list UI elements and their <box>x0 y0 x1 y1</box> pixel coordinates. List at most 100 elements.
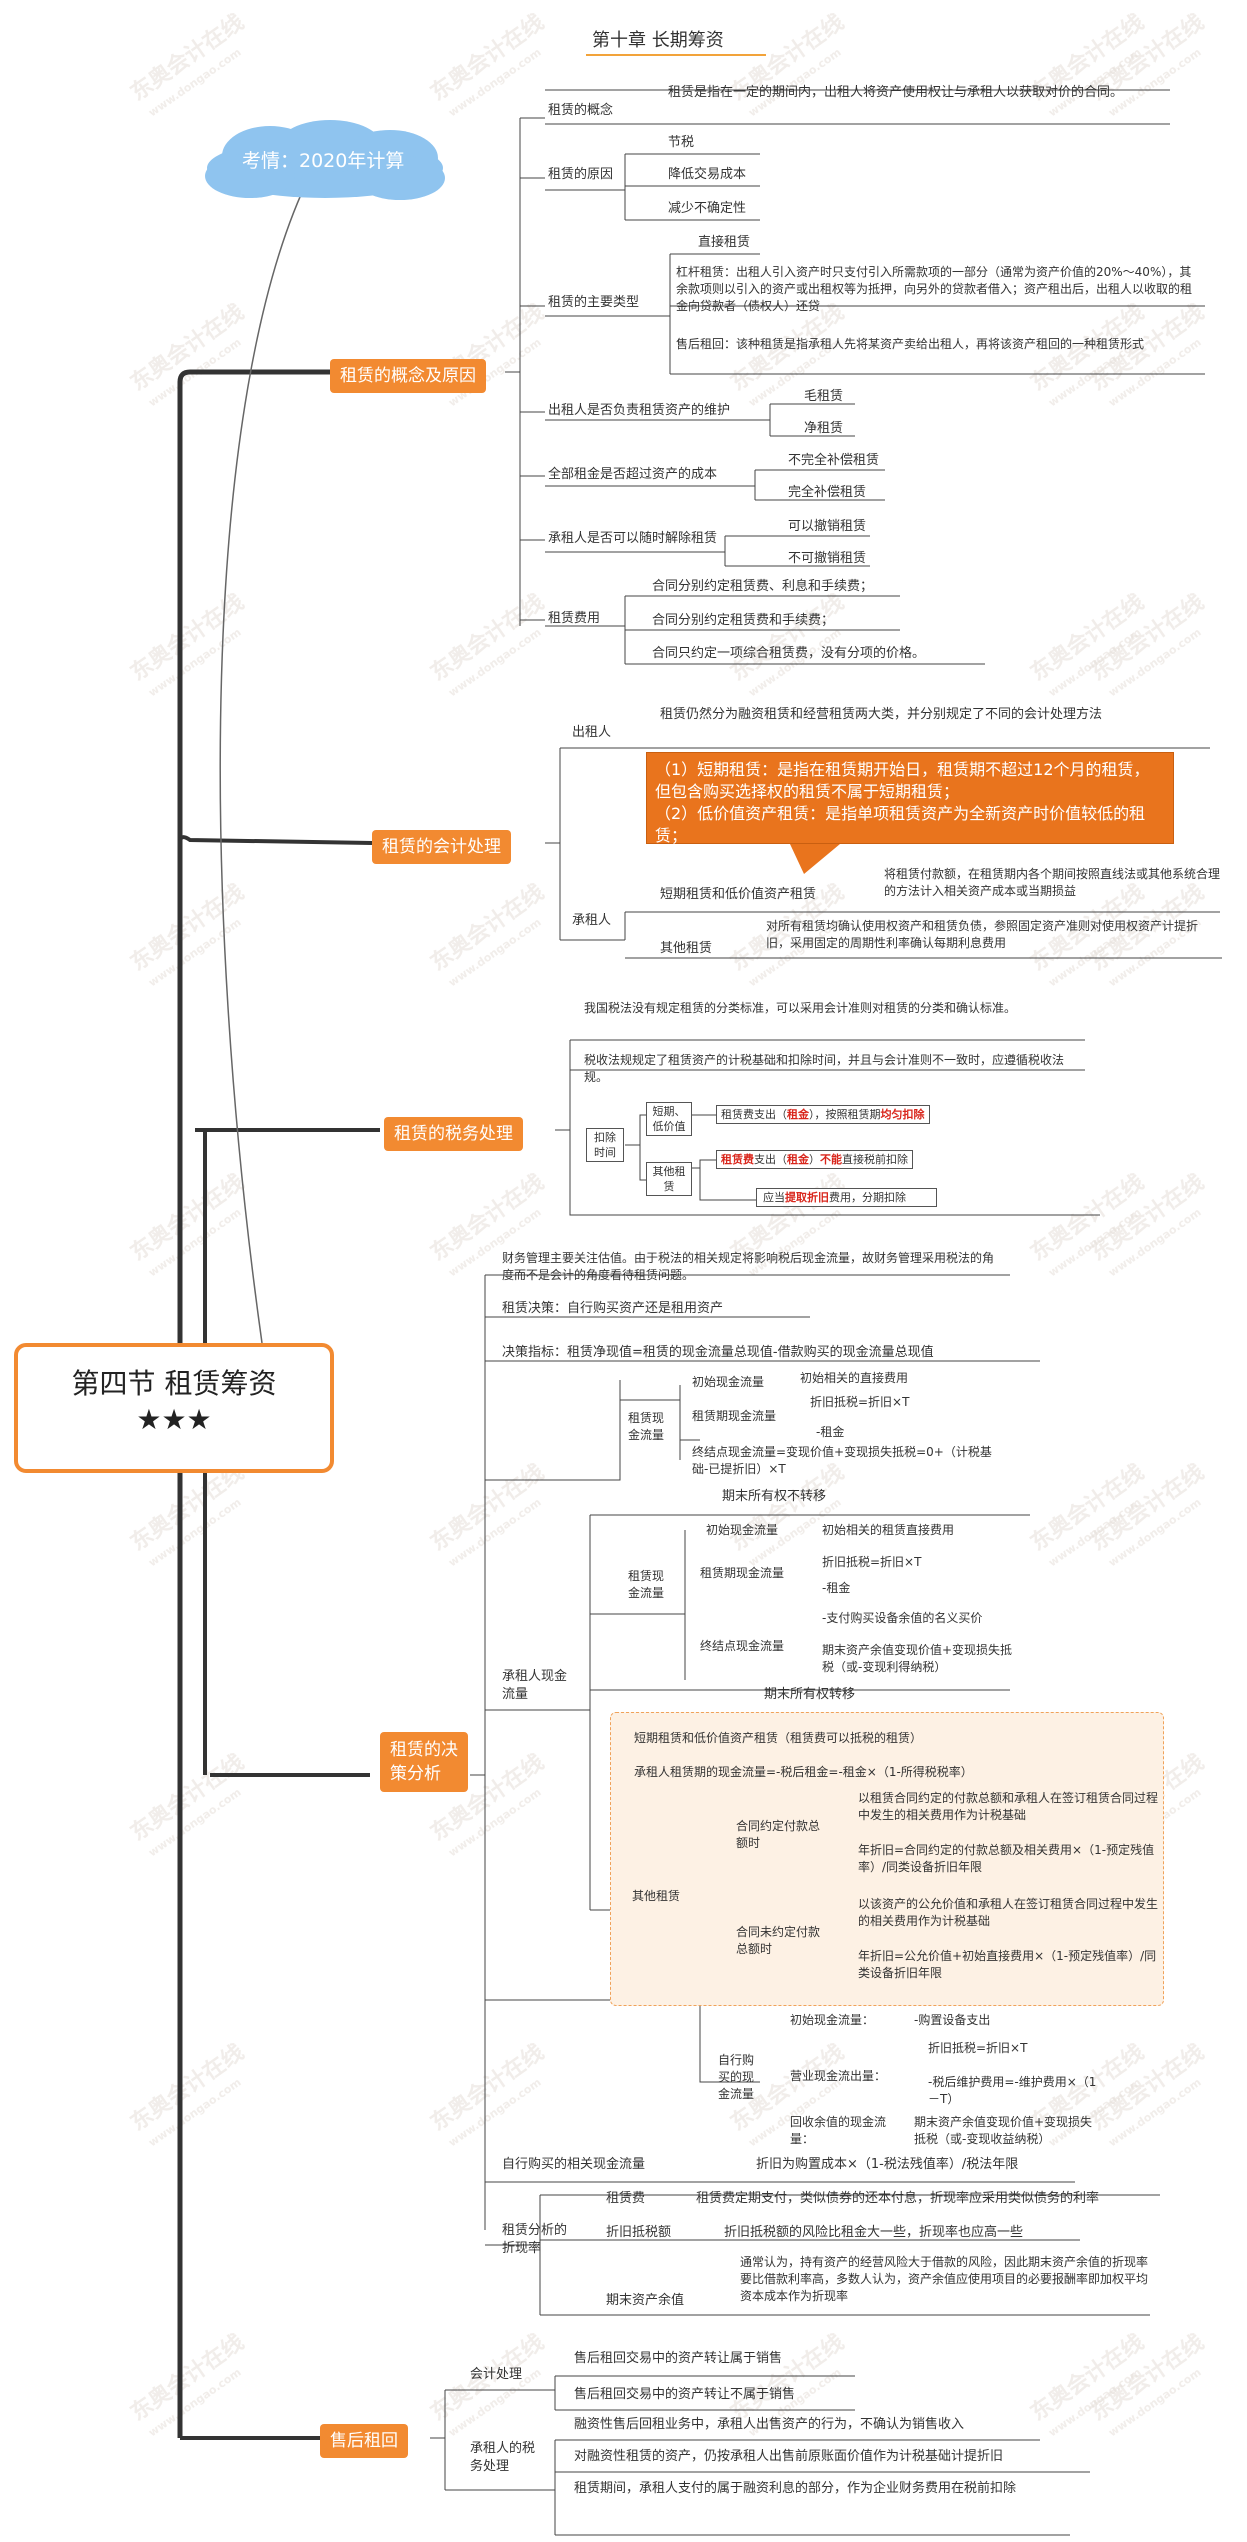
full-item[interactable]: 完全补偿租赁 <box>788 485 867 500</box>
transfer-dashed-box <box>610 1712 1164 2006</box>
cloud-shape <box>205 120 445 200</box>
node-reason[interactable]: 租赁的原因 <box>548 167 614 182</box>
deduct-time-box[interactable]: 扣除时间 <box>586 1128 624 1162</box>
full-item[interactable]: 不完全补偿租赁 <box>788 453 880 468</box>
d-short[interactable]: 短期租赁和低价值资产租赁（租赁费可以抵税的租赁） <box>634 1731 923 1745</box>
root-node[interactable]: 第四节 租赁筹资 ★★★ <box>14 1343 334 1473</box>
transfer-label[interactable]: 期末所有权转移 <box>764 1687 856 1702</box>
lease-cf-label[interactable]: 租赁现金流量 <box>628 1411 665 1442</box>
no-transfer-label[interactable]: 期末所有权不转移 <box>722 1489 827 1504</box>
rate-item-label[interactable]: 租赁费 <box>606 2191 646 2206</box>
cf-terminal[interactable]: 终结点现金流量=变现价值+变现损失抵税=0+（计税基础-已提折旧）×T <box>692 1445 992 1476</box>
cancel-item[interactable]: 不可撤销租赁 <box>788 551 867 566</box>
buy-recovery[interactable]: 回收余值的现金流量： <box>790 2115 887 2146</box>
short-lowvalue-box[interactable]: 短期、低价值 <box>646 1102 692 1136</box>
cf-initial[interactable]: 初始现金流量 <box>692 1375 765 1389</box>
lessee-cf-label[interactable]: 承租人现金流量 <box>502 1669 568 1702</box>
lessor-text: 租赁仍然分为融资租赁和经营租赁两大类，并分别规定了不同的会计处理方法 <box>660 707 1103 722</box>
node-short-lowvalue[interactable]: 短期租赁和低价值资产租赁 <box>660 887 817 902</box>
chapter-title: 第十章 长期筹资 <box>592 30 724 51</box>
node-other-lease[interactable]: 其他租赁 <box>660 941 713 956</box>
nt-initial-value: 初始相关的租赁直接费用 <box>822 1523 955 1537</box>
d-formula[interactable]: 承租人租赁期的现金流量=-税后租金=-租金×（1-所得税税率） <box>634 1765 973 1779</box>
node-fees[interactable]: 租赁费用 <box>548 611 601 626</box>
buy-cf-label[interactable]: 自行购买的现金流量 <box>718 2053 755 2101</box>
buy-initial[interactable]: 初始现金流量： <box>790 2013 875 2027</box>
cancel-item[interactable]: 可以撤销租赁 <box>788 519 867 534</box>
decision-intro: 财务管理主要关注估值。由于税法的相关规定将影响税后现金流量，故财务管理采用税法的… <box>502 1251 995 1282</box>
callout-box: （1）短期租赁：是指在租赁期开始日，租赁期不超过12个月的租赁，但包含购买选择权… <box>646 752 1174 845</box>
nt-period-value: 折旧抵税=折旧×T <box>822 1555 922 1569</box>
type-item[interactable]: 直接租赁 <box>698 235 751 250</box>
rule-text: ） <box>809 1153 820 1166</box>
rule-red: 提取折旧 <box>785 1191 829 1204</box>
nt-terminal-value: -支付购买设备余值的名义买价 <box>822 1611 983 1625</box>
other-lease-box[interactable]: 其他租赁 <box>646 1162 692 1196</box>
rate-item-label[interactable]: 期末资产余值 <box>606 2293 685 2308</box>
tax-label[interactable]: 承租人的税务处理 <box>470 2441 536 2474</box>
nt-terminal[interactable]: 终结点现金流量 <box>700 1639 785 1653</box>
nt-period[interactable]: 租赁期现金流量 <box>700 1566 785 1580</box>
tax-item[interactable]: 对融资性租赁的资产，仍按承租人出售前原账面价值作为计税基础计提折旧 <box>574 2449 1004 2464</box>
fee-item[interactable]: 合同只约定一项综合租赁费，没有分项的价格。 <box>652 646 926 661</box>
type-item[interactable]: 杠杆租赁：出租人引入资产时只支付引入所需款项的一部分（通常为资产价值的20%～4… <box>676 265 1193 313</box>
d-not-v1: 以该资产的公允价值和承租人在签订租赁合同过程中发生的相关费用作为计税基础 <box>858 1897 1159 1928</box>
fee-item[interactable]: 合同分别约定租赁费和手续费； <box>652 613 835 628</box>
buy-operating-value: -税后维护费用=-维护费用×（1－T） <box>928 2075 1097 2106</box>
acc-label[interactable]: 会计处理 <box>470 2367 523 2382</box>
acc-item[interactable]: 售后租回交易中的资产转让不属于销售 <box>574 2387 796 2402</box>
maint-item[interactable]: 净租赁 <box>804 421 844 436</box>
tax-text-2: 税收法规规定了租赁资产的计税基础和扣除时间，并且与会计准则不一致时，应遵循税收法… <box>584 1053 1065 1084</box>
cf-period[interactable]: 租赁期现金流量 <box>692 1409 777 1423</box>
d-agreed-v1: 以租赁合同约定的付款总额和承租人在签订租赁合同过程中发生的相关费用作为计税基础 <box>858 1791 1159 1822</box>
buy-operating-value: 折旧抵税=折旧×T <box>928 2041 1028 2055</box>
depreciation-rule: 应当提取折旧费用，分期扣除 <box>756 1188 937 1207</box>
short-deduct-rule: 租赁费支出（租金），按照租赁期均匀扣除 <box>716 1105 930 1124</box>
buy-operating[interactable]: 营业现金流出量： <box>790 2069 887 2083</box>
branch-lease-concept[interactable]: 租赁的概念及原因 <box>330 359 486 393</box>
decision-indicator[interactable]: 决策指标：租赁净现值=租赁的现金流量总现值-借款购买的现金流量总现值 <box>502 1345 934 1360</box>
nt-terminal-value: 期末资产余值变现价值+变现损失抵税（或-变现利得纳税） <box>822 1643 1013 1674</box>
maint-item[interactable]: 毛租赁 <box>804 389 844 404</box>
node-types[interactable]: 租赁的主要类型 <box>548 295 640 310</box>
tax-text-1: 我国税法没有规定租赁的分类标准，可以采用会计准则对租赁的分类和确认标准。 <box>584 1001 1017 1015</box>
acc-item[interactable]: 售后租回交易中的资产转让属于销售 <box>574 2351 783 2366</box>
cf-period-value: 折旧抵税=折旧×T <box>810 1395 910 1409</box>
buy-related[interactable]: 自行购买的相关现金流量 <box>502 2157 646 2172</box>
rule-text: 费用，分期扣除 <box>829 1191 906 1204</box>
rule-text: 应当 <box>763 1191 785 1204</box>
buy-related-value: 折旧为购置成本×（1-税法残值率）/税法年限 <box>756 2157 1019 2172</box>
nt-initial[interactable]: 初始现金流量 <box>706 1523 779 1537</box>
branch-decision[interactable]: 租赁的决策分析 <box>380 1732 468 1792</box>
node-concept[interactable]: 租赁的概念 <box>548 103 614 118</box>
d-agreed[interactable]: 合同约定付款总额时 <box>736 1819 821 1850</box>
branch-sale-leaseback[interactable]: 售后租回 <box>320 2424 408 2458</box>
fee-item[interactable]: 合同分别约定租赁费、利息和手续费； <box>652 579 874 594</box>
root-stars: ★★★ <box>136 1403 212 1436</box>
rate-item-value: 通常认为，持有资产的经营风险大于借款的风险，因此期末资产余值的折现率要比借款利率… <box>740 2255 1149 2303</box>
cf-period-value: -租金 <box>816 1425 845 1439</box>
rate-label[interactable]: 租赁分析的折现率 <box>502 2223 568 2256</box>
branch-tax[interactable]: 租赁的税务处理 <box>384 1117 523 1151</box>
root-title: 第四节 租赁筹资 <box>71 1367 277 1400</box>
reason-item[interactable]: 节税 <box>668 135 695 150</box>
nt-cf-label[interactable]: 租赁现金流量 <box>628 1569 665 1600</box>
node-lessee[interactable]: 承租人 <box>572 913 612 928</box>
d-not[interactable]: 合同未约定付款总额时 <box>736 1925 821 1956</box>
rule-red: 均匀扣除 <box>880 1108 925 1121</box>
node-full-payout[interactable]: 全部租金是否超过资产的成本 <box>548 467 718 482</box>
node-cancel[interactable]: 承租人是否可以随时解除租赁 <box>548 531 718 546</box>
d-other[interactable]: 其他租赁 <box>632 1889 681 1903</box>
branch-accounting[interactable]: 租赁的会计处理 <box>372 830 511 864</box>
short-lowvalue-text: 将租赁付款额，在租赁期内各个期间按照直线法或其他系统合理的方法计入相关资产成本或… <box>884 867 1221 898</box>
decision-question[interactable]: 租赁决策：自行购买资产还是租用资产 <box>502 1301 724 1316</box>
rate-item-label[interactable]: 折旧抵税额 <box>606 2225 672 2240</box>
other-deduct-rule: 租赁费支出（租金）不能直接税前扣除 <box>716 1150 913 1169</box>
reason-item[interactable]: 减少不确定性 <box>668 201 747 216</box>
node-maintenance[interactable]: 出租人是否负责租赁资产的维护 <box>548 403 731 418</box>
tax-item[interactable]: 融资性售后回租业务中，承租人出售资产的行为，不确认为销售收入 <box>574 2417 965 2432</box>
tax-item[interactable]: 租赁期间，承租人支付的属于融资利息的部分，作为企业财务费用在税前扣除 <box>574 2481 1017 2496</box>
reason-item[interactable]: 降低交易成本 <box>668 167 747 182</box>
type-item[interactable]: 售后租回：该种租赁是指承租人先将某资产卖给出租人，再将该资产租回的一种租赁形式 <box>676 337 1145 351</box>
node-lessor[interactable]: 出租人 <box>572 725 612 740</box>
